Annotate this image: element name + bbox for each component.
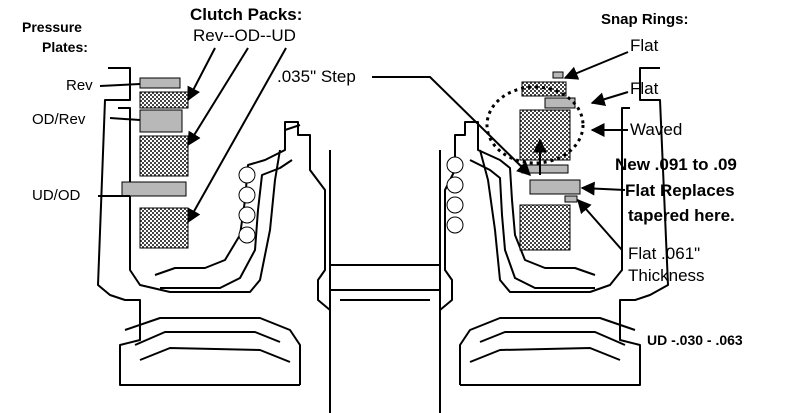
left-bearing-1 [238, 166, 256, 184]
right-snap-ring-flat-061 [564, 195, 578, 203]
pressure-plates-title-line1: Pressure [22, 19, 82, 35]
left-bearing-2 [238, 186, 256, 204]
right-housing-outer [460, 67, 669, 386]
right-ud-pack [519, 204, 571, 251]
snap-ring-flat-2-label: Flat [630, 79, 659, 98]
leader-snap-flat-2 [590, 91, 629, 107]
leader-rev-pack [187, 47, 216, 102]
leader-snap-flat-1 [563, 51, 629, 80]
pressure-plate-ud-od-label: UD/OD [32, 187, 81, 204]
leader-od-rev [109, 117, 141, 121]
right-lower-ring2 [479, 331, 626, 346]
left-hub [284, 121, 331, 413]
pressure-plate-od-rev-label: OD/Rev [32, 111, 86, 128]
right-od-pack [519, 109, 571, 161]
leader-rev [99, 83, 141, 87]
left-ud-od-pressure-plate [121, 181, 187, 197]
flat-061-label-line1: Flat .061" [628, 244, 701, 263]
left-lower-ring [124, 317, 301, 385]
right-snap-ring-flat-1 [552, 71, 564, 79]
left-rev-pack [139, 91, 189, 109]
left-housing-outer [97, 67, 300, 386]
flat-061-label-line2: Thickness [628, 266, 705, 285]
left-od-rev-pressure-plate [139, 109, 183, 133]
left-bearing-4 [238, 226, 256, 244]
left-lower-ring2 [134, 331, 281, 346]
left-bearing-3 [238, 206, 256, 224]
leader-step [372, 76, 531, 176]
right-hub [439, 121, 479, 311]
leader-flat-061 [577, 198, 623, 251]
pressure-plate-rev-label: Rev [66, 77, 93, 94]
left-lower-ring3 [139, 347, 291, 363]
right-bearing-2 [446, 176, 464, 194]
new-flat-note-line3: tapered here. [628, 206, 735, 225]
leader-od-pack [187, 47, 249, 147]
right-bearing-4 [446, 216, 464, 234]
left-rev-pressure-plate [139, 77, 181, 89]
left-od-pack [139, 135, 189, 177]
snap-ring-flat-1-label: Flat [630, 36, 659, 55]
new-flat-note-line2: Flat Replaces [625, 181, 735, 200]
right-lower-ring3 [469, 347, 621, 363]
right-step-plate [521, 164, 569, 174]
right-piston [477, 130, 596, 276]
right-piston-inner [469, 159, 595, 289]
right-bearing-3 [446, 196, 464, 214]
step-highlight-circle [485, 85, 585, 165]
snap-ring-waved-label: Waved [630, 120, 683, 139]
ud-clearance-label: UD -.030 - .063 [647, 333, 743, 347]
right-new-flat-ring [529, 179, 581, 195]
right-flat-ring [544, 97, 576, 109]
snap-rings-title: Snap Rings: [601, 11, 689, 28]
clutch-packs-list: Rev--OD--UD [193, 26, 296, 45]
pressure-plates-title-line2: Plates: [42, 39, 88, 55]
clutch-packs-title: Clutch Packs: [190, 5, 303, 24]
left-ud-pack [139, 207, 189, 249]
left-piston-inner [160, 159, 293, 289]
right-bearing-1 [446, 156, 464, 174]
step-label: .035" Step [277, 67, 356, 86]
leader-new-flat [580, 181, 626, 196]
leader-ud-pack [187, 47, 287, 224]
new-flat-note-line1: New .091 to .09 [615, 155, 737, 174]
right-lower-ring [459, 317, 636, 385]
